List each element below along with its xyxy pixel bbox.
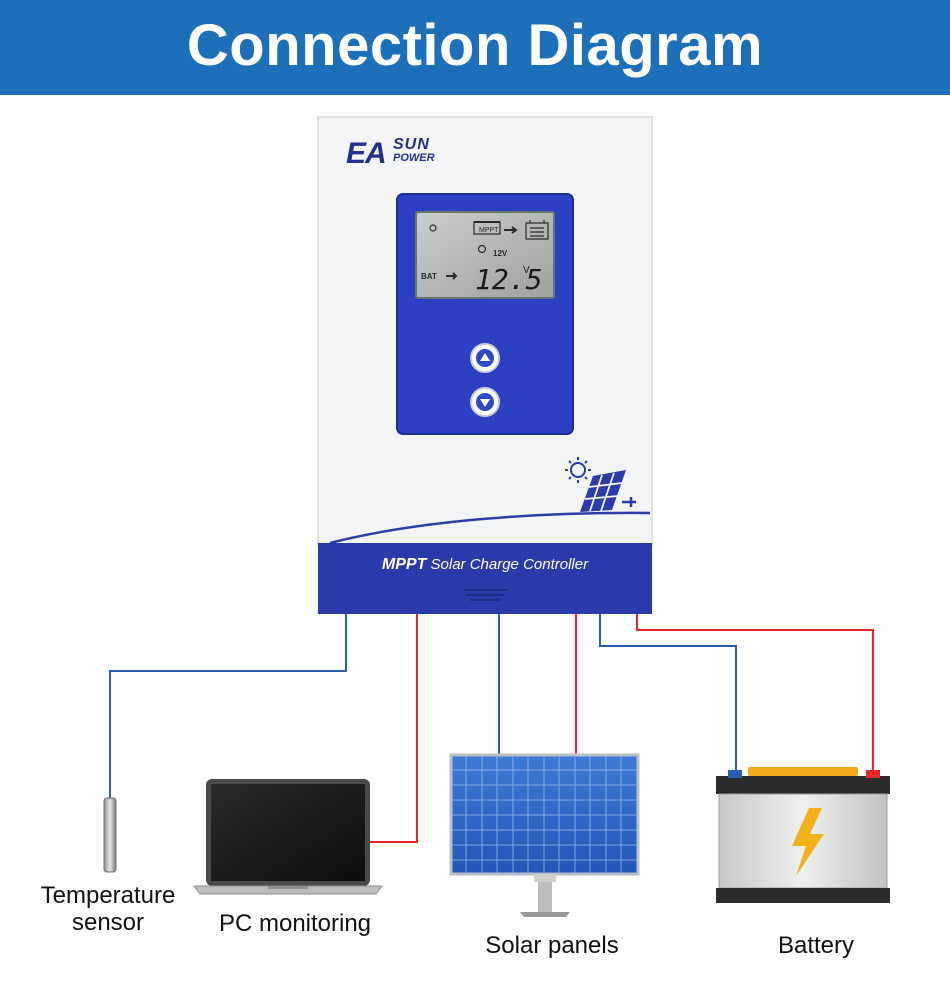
lcd-battery-voltage: 12V [493, 249, 508, 258]
lcd-battery-icon [525, 222, 549, 240]
logo-bottom-text: POWER [393, 152, 435, 164]
lcd-reading: 12.5 [475, 263, 542, 296]
product-name-bold: MPPT [381, 556, 427, 573]
vent-grille [463, 589, 507, 601]
lcd-bat-label: BAT [421, 272, 437, 281]
lcd-unit: V [523, 265, 530, 276]
page-title: Connection Diagram [186, 13, 764, 78]
sun-indicator-icon [429, 224, 437, 232]
controller-swoosh [329, 511, 651, 545]
label-pc-monitoring: PC monitoring [218, 910, 372, 937]
label-temperature-sensor: Temperature sensor [40, 882, 176, 936]
logo-main-text: EA [346, 137, 387, 170]
wire-pc [370, 614, 418, 843]
wires [109, 614, 874, 843]
wire-temperature-sensor [109, 614, 347, 800]
down-arrow-icon [480, 399, 490, 407]
wire-battery-negative [599, 614, 737, 776]
solar-emblem-icon [565, 457, 636, 512]
product-name-rest: Solar Charge Controller [430, 556, 589, 573]
controller-product-name: MPPT Solar Charge Controller [318, 556, 652, 574]
label-solar-panels: Solar panels [485, 932, 619, 959]
up-button[interactable] [470, 343, 500, 373]
lcd-mode-text: MPPT [479, 227, 499, 234]
battery-positive-terminal [866, 770, 880, 778]
charge-controller: MPPT 12V BAT 12.5 V [317, 116, 653, 614]
arrow-icon [504, 226, 518, 234]
logo-top-text: SUN [393, 136, 430, 153]
battery-negative-terminal [728, 770, 742, 778]
solar-cell-grid [451, 755, 638, 874]
down-button[interactable] [470, 387, 500, 417]
header-banner [0, 0, 950, 95]
temperature-sensor-probe [103, 797, 117, 873]
wire-battery-positive [636, 614, 874, 776]
bulb-icon [477, 244, 487, 254]
bat-arrow-icon [446, 272, 458, 280]
battery-icon [716, 767, 890, 903]
controller-bottom-band [318, 543, 652, 614]
lightning-bolt-icon [792, 808, 824, 876]
lcd-content [429, 220, 549, 280]
label-battery: Battery [777, 932, 855, 959]
up-arrow-icon [480, 353, 490, 361]
solar-panel-icon [449, 753, 640, 917]
laptop-icon [193, 779, 383, 895]
